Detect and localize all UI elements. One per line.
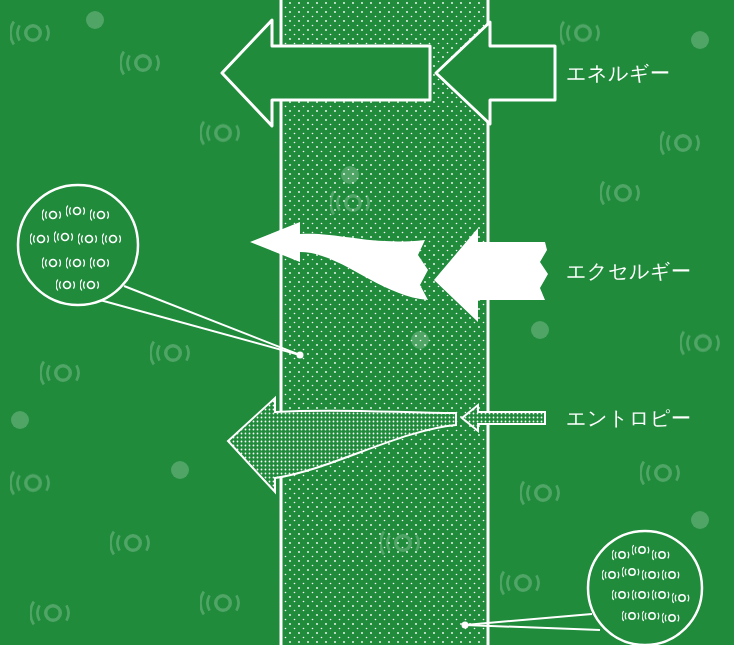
entropy-arrows	[228, 398, 545, 492]
energy-arrows	[222, 20, 555, 126]
magnifier-right	[462, 531, 703, 645]
flow-label: エネルギー	[564, 60, 673, 86]
magnifier-left	[18, 185, 304, 359]
exergy-arrows	[250, 222, 548, 322]
flow-label: エントロピー	[564, 405, 694, 431]
flow-label: エクセルギー	[564, 258, 694, 284]
